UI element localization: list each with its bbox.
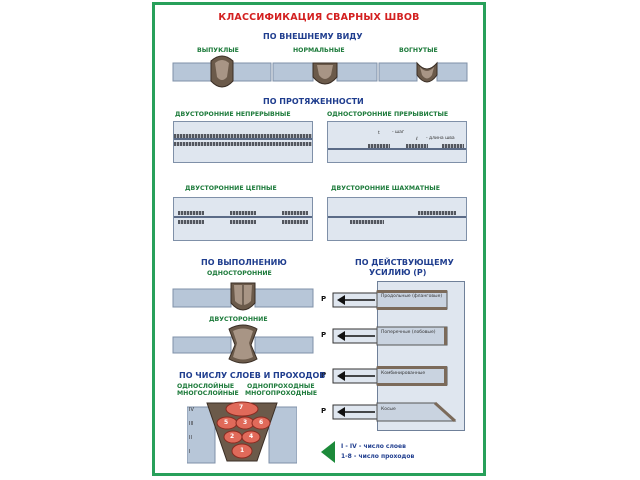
label-convex: ВЫПУКЛЫЕ — [197, 47, 239, 54]
legend-arrow-icon — [321, 441, 335, 463]
pass-5: 5 — [224, 419, 229, 426]
force-arrow-combined — [332, 366, 448, 386]
force-p-label-4: P — [321, 407, 327, 415]
pass-6: 6 — [259, 419, 264, 426]
pitch-desc: - шаг — [392, 130, 405, 135]
layer-ii: II — [189, 435, 192, 441]
two-sided-weld-diagram — [172, 324, 314, 364]
label-single-pass: ОДНОПРОХОДНЫЕ — [247, 383, 315, 390]
heading-force-line1: ПО ДЕЙСТВУЮЩЕМУ — [355, 258, 454, 267]
length-desc: - длина шва — [426, 136, 455, 141]
label-single-layer: ОДНОСЛОЙНЫЕ — [177, 383, 235, 390]
heading-force-line2: УСИЛИЮ (P) — [369, 268, 427, 277]
concave-weld-diagram — [378, 61, 468, 83]
force-type-oblique: Косые — [381, 407, 396, 412]
label-normal: НОРМАЛЬНЫЕ — [293, 47, 345, 54]
force-arrow-transverse — [332, 326, 448, 346]
force-type-longitudinal: Продольные (фланговые) — [381, 294, 443, 299]
layers-passes-diagram — [187, 401, 297, 464]
label-two-sided: ДВУСТОРОННИЕ — [209, 316, 268, 323]
one-sided-weld-diagram — [172, 282, 314, 311]
label-concave: ВОГНУТЫЕ — [399, 47, 438, 54]
heading-length: ПО ПРОТЯЖЕННОСТИ — [263, 97, 364, 106]
force-arrows — [332, 290, 457, 423]
force-arrow-longitudinal — [332, 290, 448, 310]
double-continuous-diagram — [173, 121, 313, 163]
execution-weld-diagrams — [172, 282, 314, 364]
layer-iv: IV — [189, 407, 194, 413]
label-double-chain: ДВУСТОРОННИЕ ЦЕПНЫЕ — [185, 185, 277, 192]
force-p-label-3: P — [321, 371, 327, 379]
pass-4: 4 — [249, 433, 254, 440]
legend-layers: I - IV - число слоев — [341, 443, 406, 450]
layer-iii: III — [189, 421, 194, 427]
force-p-label-1: P — [321, 295, 327, 303]
poster: КЛАССИФИКАЦИЯ СВАРНЫХ ШВОВ ПО ВНЕШНЕМУ В… — [152, 2, 486, 476]
label-multi-pass: МНОГОПРОХОДНЫЕ — [245, 390, 318, 397]
heading-layers: ПО ЧИСЛУ СЛОЕВ И ПРОХОДОВ — [179, 371, 326, 380]
legend-passes: 1-8 - число проходов — [341, 453, 415, 460]
poster-title: КЛАССИФИКАЦИЯ СВАРНЫХ ШВОВ — [218, 12, 420, 23]
layer-i: I — [189, 449, 191, 455]
force-type-combined: Комбинированные — [381, 371, 426, 376]
length-symbol: ℓ — [416, 137, 418, 142]
pass-2: 2 — [230, 433, 235, 440]
label-one-sided: ОДНОСТОРОННИЕ — [207, 270, 272, 277]
force-p-label-2: P — [321, 331, 327, 339]
appearance-weld-diagrams — [172, 55, 468, 88]
heading-appearance: ПО ВНЕШНЕМУ ВИДУ — [263, 32, 363, 41]
normal-weld-diagram — [272, 62, 378, 85]
single-intermittent-diagram: t - шаг ℓ - длина шва — [327, 121, 467, 163]
pass-7: 7 — [239, 404, 244, 411]
label-multi-layer: МНОГОСЛОЙНЫЕ — [177, 390, 239, 397]
label-single-intermittent: ОДНОСТОРОННИЕ ПРЕРЫВИСТЫЕ — [327, 111, 449, 118]
force-arrow-oblique — [332, 401, 457, 423]
pitch-symbol: t — [378, 131, 380, 136]
pass-1: 1 — [240, 447, 245, 454]
convex-weld-diagram — [172, 55, 272, 88]
label-double-continuous: ДВУСТОРОННИЕ НЕПРЕРЫВНЫЕ — [175, 111, 291, 118]
double-staggered-diagram — [327, 197, 467, 241]
double-chain-diagram — [173, 197, 313, 241]
pass-3: 3 — [243, 419, 248, 426]
label-double-staggered: ДВУСТОРОННИЕ ШАХМАТНЫЕ — [331, 185, 440, 192]
heading-execution: ПО ВЫПОЛНЕНИЮ — [201, 258, 287, 267]
force-type-transverse: Поперечные (лобовые) — [381, 330, 436, 335]
